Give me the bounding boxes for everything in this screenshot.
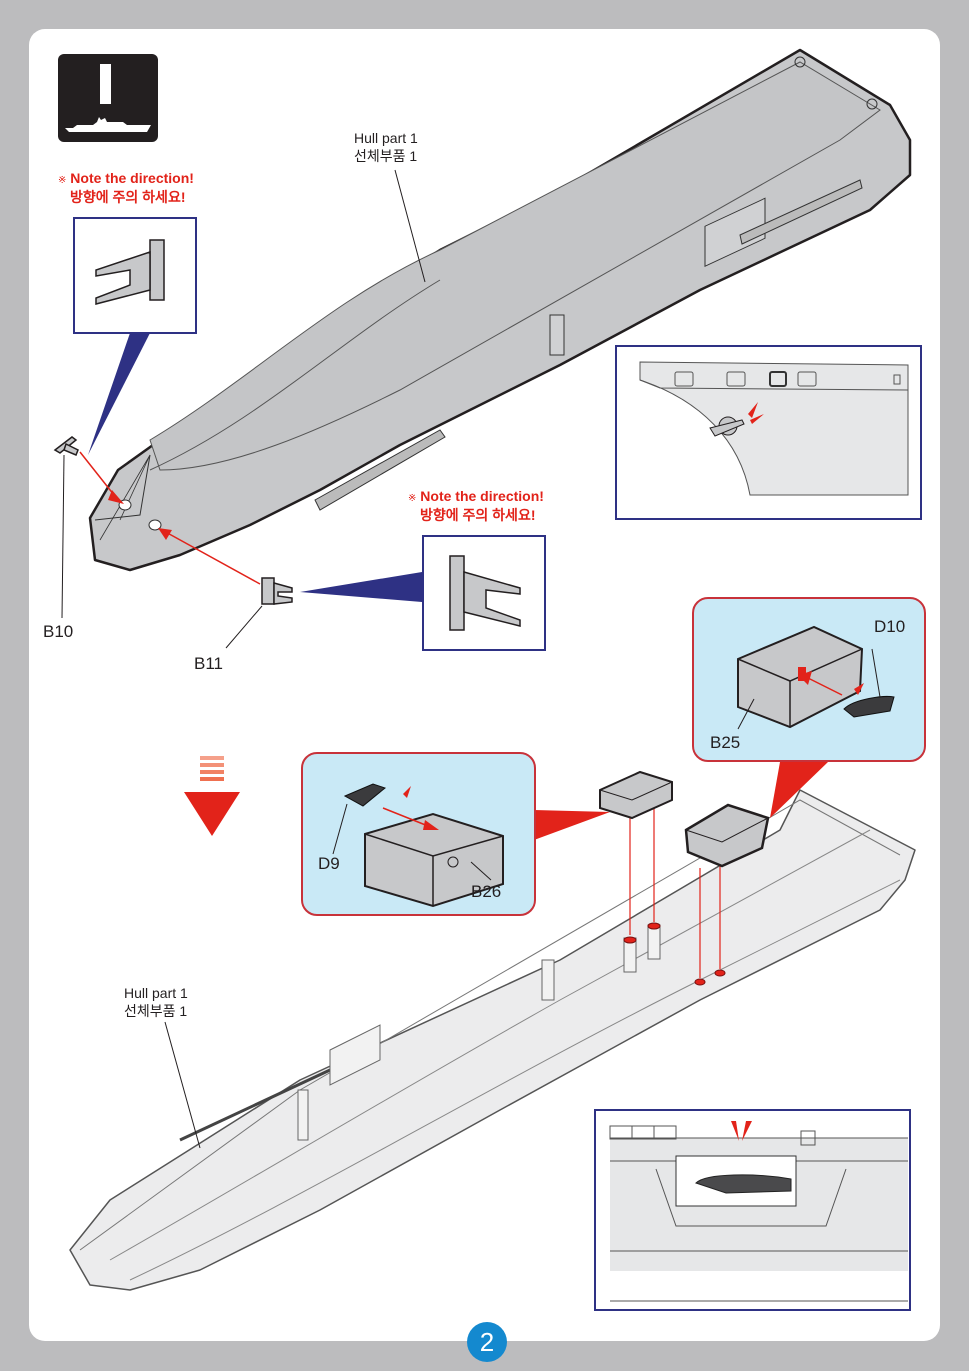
note-mark-icon: ※	[408, 493, 417, 504]
part-b26-placement	[599, 770, 673, 820]
part-b25-placement	[684, 803, 770, 868]
note-text-en: Note the direction!	[420, 488, 544, 504]
hull-label-ko: 선체부품 1	[124, 1003, 188, 1019]
mount-detail-drawing	[609, 1121, 908, 1302]
b25-d10-drawing	[737, 625, 895, 730]
leader-line	[394, 169, 426, 283]
b10-orientation-drawing	[95, 239, 165, 305]
page-number-badge: 2	[467, 1322, 507, 1362]
arrow-head-icon	[158, 528, 172, 540]
bow-detail-box	[615, 345, 922, 520]
part-label-d9: D9	[318, 854, 340, 873]
part-label-d10: D10	[874, 617, 906, 636]
part-b10	[53, 436, 79, 619]
insert-arrow	[161, 529, 261, 585]
step-numeral-icon	[100, 64, 111, 104]
part-label-b25: B25	[710, 733, 741, 752]
hull-label-en: Hull part 1	[124, 985, 188, 1001]
leader-line	[164, 1021, 201, 1149]
hull-label-ko: 선체부품 1	[354, 148, 418, 164]
note-mark-icon: ※	[58, 175, 67, 186]
part-label-b10: B10	[43, 622, 74, 641]
part-label-b11: B11	[194, 654, 223, 673]
note-text-ko: 방향에 주의 하세요!	[70, 189, 186, 205]
callout-b26-d9: D9 B26	[301, 752, 536, 916]
b11-orientation-box	[422, 535, 546, 651]
b26-d9-drawing	[332, 783, 504, 908]
direction-note: ※ Note the direction! 방향에 주의 하세요!	[408, 488, 544, 524]
part-b11	[225, 577, 293, 649]
ship-silhouette-icon	[65, 117, 151, 132]
callout-b25-d10: D10 B25	[692, 597, 926, 762]
step-badge	[58, 54, 158, 142]
b11-orientation-drawing	[449, 555, 521, 631]
note-text-ko: 방향에 주의 하세요!	[420, 507, 536, 523]
zoom-pointer	[300, 572, 422, 602]
zoom-pointer	[88, 333, 150, 455]
hull-label-top: Hull part 1 선체부품 1	[354, 129, 418, 165]
hull-label-bottom: Hull part 1 선체부품 1	[124, 984, 188, 1020]
note-text-en: Note the direction!	[70, 170, 194, 186]
arrow-head-icon	[108, 490, 124, 504]
placement-guide-lines	[629, 808, 721, 978]
direction-note: ※ Note the direction! 방향에 주의 하세요!	[58, 170, 194, 206]
callout-pointer	[534, 810, 610, 840]
callout-pointer	[770, 762, 828, 818]
b10-orientation-box	[73, 217, 197, 334]
hull-part-1-top	[88, 48, 912, 572]
hull-label-en: Hull part 1	[354, 130, 418, 146]
hull-bow-detail-drawing	[639, 361, 909, 496]
part-label-b26: B26	[471, 882, 502, 901]
hull-part-1-bottom	[69, 789, 916, 1291]
mounting-pegs	[623, 922, 726, 986]
mount-detail-box	[594, 1109, 911, 1311]
next-step-arrow-icon	[184, 756, 240, 836]
